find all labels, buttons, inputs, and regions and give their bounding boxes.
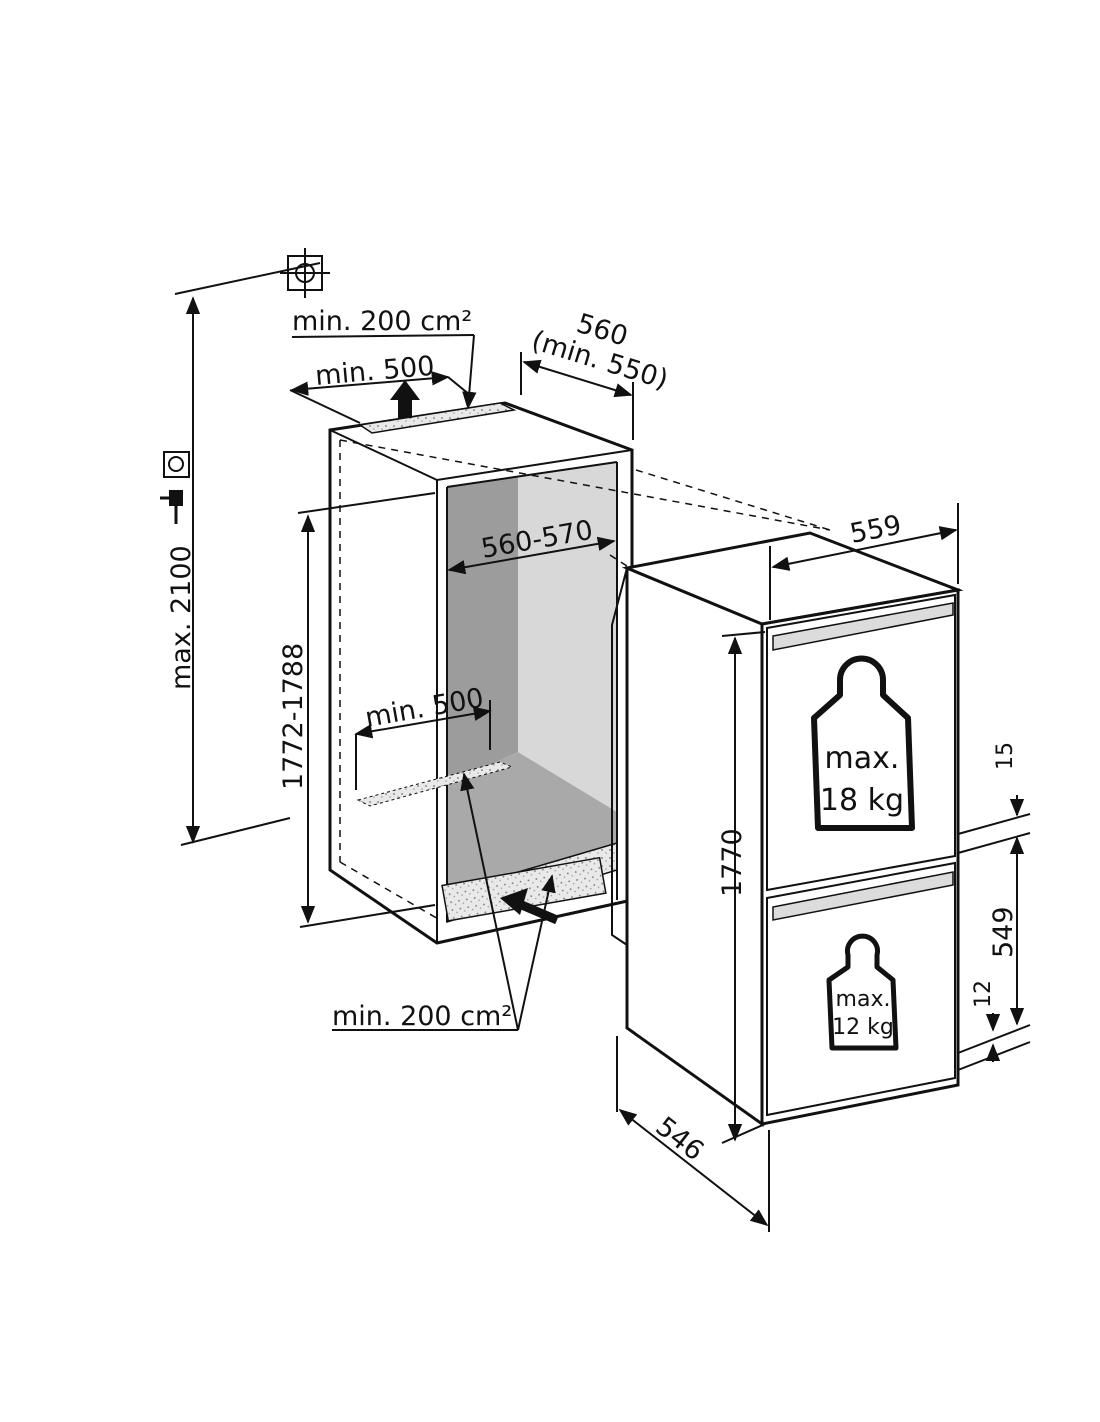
upper-weight-value: 18 kg xyxy=(820,783,904,818)
dim-gap-bottom: 12 xyxy=(971,980,996,1008)
dim-niche-height: 1772-1788 xyxy=(278,643,309,790)
dim-lower-door-height: 549 xyxy=(988,906,1019,958)
dim-vent-top-width: min. 500 xyxy=(314,351,436,392)
power-socket-icon xyxy=(163,451,190,478)
dim-gap-top: 15 xyxy=(993,742,1018,770)
lower-weight-value: 12 kg xyxy=(832,1015,894,1040)
dim-appliance-width: 559 xyxy=(847,510,904,550)
dim-max-height: max. 2100 xyxy=(166,545,197,690)
label-vent-top-area: min. 200 cm² xyxy=(292,306,472,337)
weight-icon: max. 12 kg xyxy=(826,933,899,1051)
label-vent-bottom-area: min. 200 cm² xyxy=(332,1001,512,1032)
dim-appliance-height: 1770 xyxy=(717,828,748,897)
air-inlet-arrow xyxy=(500,888,559,925)
plug-icon xyxy=(160,490,183,524)
air-outlet-arrow xyxy=(390,380,420,418)
lower-weight-label: max. xyxy=(836,987,891,1012)
upper-weight-label: max. xyxy=(825,741,900,776)
dim-appliance-depth: 546 xyxy=(650,1111,710,1167)
weight-icon: max. 18 kg xyxy=(811,655,915,831)
crosshair-icon xyxy=(280,248,330,298)
